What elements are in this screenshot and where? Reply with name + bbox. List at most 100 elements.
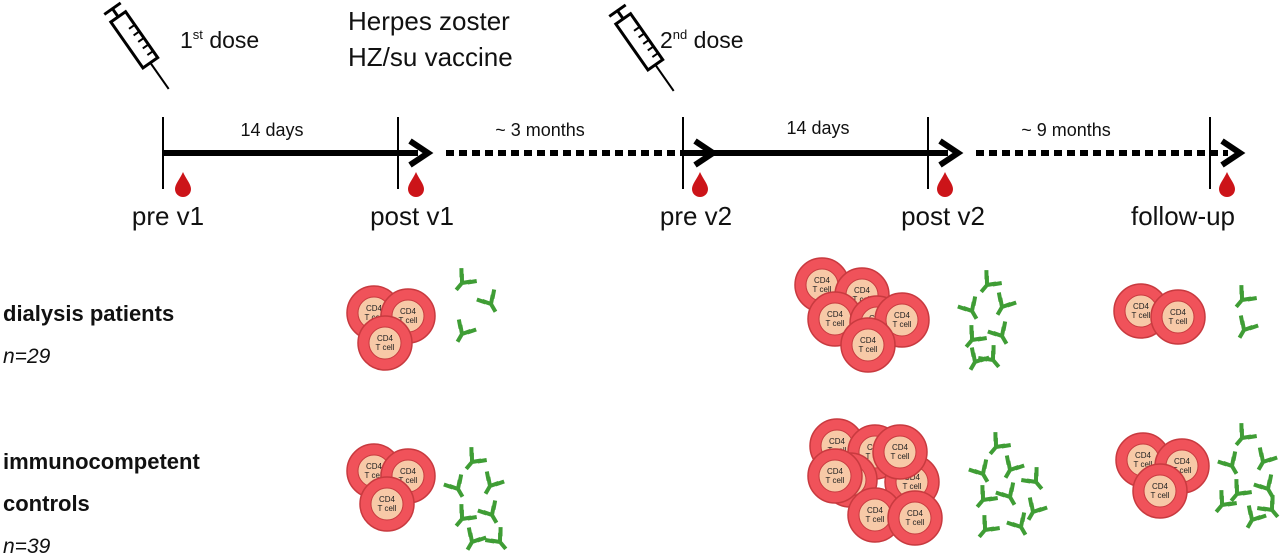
blood-drop-icon-4 bbox=[937, 172, 953, 197]
group-1-n: n=29 bbox=[3, 345, 51, 368]
cell-label-line-1: CD4 bbox=[904, 473, 921, 482]
antibody-icon-g2-r2-7 bbox=[1026, 497, 1048, 521]
interval-arrow-4 bbox=[976, 138, 1246, 168]
antibody-icon-g1-r2-5 bbox=[987, 321, 1009, 345]
antibody-icon-g2-r1-5 bbox=[477, 500, 499, 524]
cell-label-line-1: CD4 bbox=[867, 506, 884, 515]
cell-label-line-2: T cell bbox=[399, 476, 418, 485]
antibody-icon-g1-r2-1 bbox=[979, 270, 1003, 294]
antibody-icon-g2-r2-5 bbox=[975, 485, 999, 509]
blood-drop-icon-3 bbox=[692, 172, 708, 197]
antibody-icon-g1-r2-7 bbox=[977, 345, 1001, 369]
antibody-icon-g2-r3-2 bbox=[1217, 451, 1239, 475]
cell-label-line-2: T cell bbox=[813, 285, 832, 294]
cell-label-line-2: T cell bbox=[1132, 311, 1151, 320]
interval-arrow-3 bbox=[683, 138, 964, 168]
dose-1-suffix: st bbox=[192, 27, 203, 42]
cell-label-line-2: T cell bbox=[906, 518, 925, 527]
cell-label-line-1: CD4 bbox=[894, 311, 911, 320]
dose-2-label: 2nd dose bbox=[660, 28, 744, 52]
interval-3-label: 14 days bbox=[786, 118, 850, 138]
syringe-icon-dose-2 bbox=[608, 3, 675, 92]
antibody-clusters bbox=[443, 268, 1280, 551]
antibody-icon-g2-r3-3 bbox=[1256, 447, 1278, 471]
dose-1-word: dose bbox=[209, 27, 260, 53]
cell-label-line-1: CD4 bbox=[814, 276, 831, 285]
cell-label-line-1: CD4 bbox=[1170, 308, 1187, 317]
antibody-icon-g2-r2-9 bbox=[1006, 512, 1028, 536]
cell-label-line-2: T cell bbox=[1134, 460, 1153, 469]
antibody-icon-g2-r2-3 bbox=[1003, 455, 1025, 479]
cell-label-line-2: T cell bbox=[826, 476, 845, 485]
dose-2-ordinal: 2 bbox=[660, 27, 673, 53]
cell-label-line-2: T cell bbox=[826, 319, 845, 328]
antibody-icon-g1-r3-2 bbox=[1237, 315, 1259, 339]
dose-2-word: dose bbox=[693, 27, 744, 53]
interval-arrow-1 bbox=[163, 138, 434, 168]
cell-label-line-1: CD4 bbox=[1133, 302, 1150, 311]
antibody-icon-g1-r2-4 bbox=[964, 325, 988, 349]
antibody-icon-g2-r2-8 bbox=[977, 515, 1001, 539]
timepoint-follow-up: follow-up bbox=[1130, 201, 1236, 231]
antibody-icon-g2-r1-4 bbox=[454, 504, 478, 528]
cell-label-line-2: T cell bbox=[376, 343, 395, 352]
antibody-icon-g2-r2-2 bbox=[968, 459, 990, 483]
cell-label-line-2: T cell bbox=[399, 316, 418, 325]
cell-label-line-2: T cell bbox=[1169, 317, 1188, 326]
syringe-icon-dose-1 bbox=[103, 1, 170, 90]
antibody-icon-g2-r1-2 bbox=[443, 474, 465, 498]
cell-label-line-1: CD4 bbox=[860, 336, 877, 345]
blood-drop-icon-1 bbox=[175, 172, 191, 197]
cell-label-line-2: T cell bbox=[365, 471, 384, 480]
cell-label-line-1: CD4 bbox=[400, 307, 417, 316]
cell-label-line-1: CD4 bbox=[366, 304, 383, 313]
antibody-icon-g1-r2-3 bbox=[995, 292, 1017, 316]
blood-drop-icon-2 bbox=[408, 172, 424, 197]
cell-label-line-1: CD4 bbox=[1174, 457, 1191, 466]
antibody-icon-g2-r3-5 bbox=[1253, 474, 1275, 498]
antibody-icon-g2-r3-8 bbox=[1214, 490, 1238, 514]
cell-label-line-2: T cell bbox=[866, 515, 885, 524]
dose-2-suffix: nd bbox=[672, 27, 688, 42]
group-2-n: n=39 bbox=[3, 535, 51, 558]
blood-drop-icon-5 bbox=[1219, 172, 1235, 197]
cell-label-line-1: CD4 bbox=[907, 509, 924, 518]
antibody-icon-g2-r2-1 bbox=[988, 432, 1012, 456]
interval-1-label: 14 days bbox=[240, 120, 304, 140]
antibody-icon-g2-r1-1 bbox=[464, 447, 488, 471]
cell-label-line-2: T cell bbox=[859, 345, 878, 354]
antibody-icon-g2-r1-3 bbox=[483, 471, 505, 495]
antibody-icon-g2-r2-4 bbox=[1020, 467, 1044, 491]
timepoint-pre-v1: pre v1 bbox=[131, 201, 205, 231]
cell-label-line-2: T cell bbox=[378, 504, 397, 513]
cell-label-line-2: T cell bbox=[903, 482, 922, 491]
cell-label-line-1: CD4 bbox=[854, 286, 871, 295]
antibody-icon-g2-r1-7 bbox=[484, 527, 508, 551]
blood-drops bbox=[175, 172, 1235, 197]
cell-label-line-1: CD4 bbox=[829, 437, 846, 446]
cell-label-line-1: CD4 bbox=[827, 310, 844, 319]
interval-arrow-2 bbox=[446, 138, 719, 168]
antibody-icon-g1-r1-1 bbox=[454, 268, 478, 292]
group-2-name-line-2: controls bbox=[3, 491, 90, 516]
antibody-icon-g1-r3-1 bbox=[1234, 285, 1258, 309]
group-1-name: dialysis patients bbox=[3, 301, 175, 326]
interval-2-label: ~ 3 months bbox=[495, 120, 585, 140]
antibody-icon-g1-r1-2 bbox=[476, 289, 498, 313]
dose-1-label: 1st dose bbox=[180, 28, 259, 52]
cell-label-line-2: T cell bbox=[891, 452, 910, 461]
cd4-t-cell-g2-r2-8: CD4 T cell bbox=[872, 424, 928, 480]
antibody-icon-g1-r1-3 bbox=[455, 319, 477, 343]
timepoint-pre-v2: pre v2 bbox=[659, 201, 733, 231]
cell-label-line-2: T cell bbox=[893, 320, 912, 329]
